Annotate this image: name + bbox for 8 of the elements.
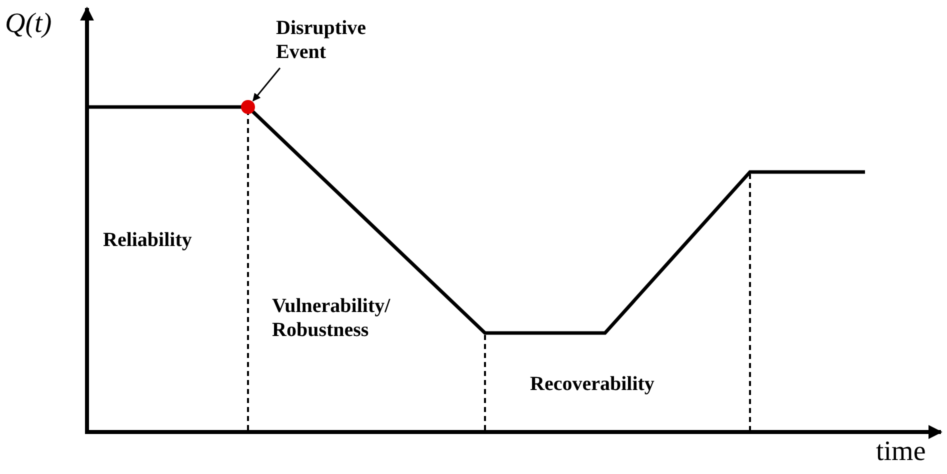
event-marker — [241, 100, 255, 114]
axis-label: Q(t) — [5, 8, 53, 40]
axis-label: time — [876, 436, 927, 468]
phase-label: Recoverability — [530, 372, 656, 396]
event-label: Disruptive Event — [276, 16, 386, 64]
leader-line — [252, 68, 281, 102]
phase-label: Reliability — [103, 228, 193, 252]
phase-label: Vulnerability/ Robustness — [272, 294, 392, 342]
